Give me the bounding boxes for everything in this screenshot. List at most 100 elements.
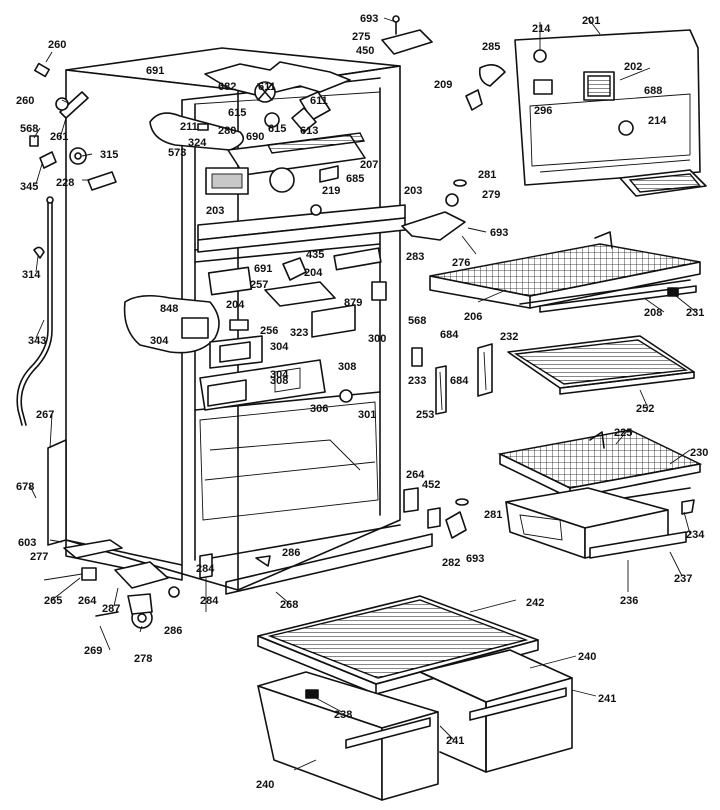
part-label: 207 xyxy=(360,159,378,171)
part-label: 275 xyxy=(352,31,370,43)
part-label: 241 xyxy=(598,693,616,705)
control-housing xyxy=(123,294,326,411)
part-label: 261 xyxy=(50,131,68,143)
meat-keeper-cover xyxy=(257,595,539,695)
part-label: 678 xyxy=(16,481,34,493)
part-label: 691 xyxy=(146,65,164,77)
part-label: 568 xyxy=(20,123,38,135)
part-label: 276 xyxy=(452,257,470,269)
part-label: 296 xyxy=(534,105,552,117)
crisper-drawer-upper xyxy=(505,487,695,559)
part-label: 260 xyxy=(48,39,66,51)
freezer-wire-shelf xyxy=(429,231,701,313)
part-label: 278 xyxy=(134,653,152,665)
part-label: 219 xyxy=(322,185,340,197)
part-label: 690 xyxy=(246,131,264,143)
part-label: 206 xyxy=(464,311,482,323)
part-label: 230 xyxy=(690,447,708,459)
part-label: 253 xyxy=(416,409,434,421)
part-label: 231 xyxy=(686,307,704,319)
part-label: 568 xyxy=(408,315,426,327)
part-label: 611 xyxy=(258,81,276,93)
part-label: 241 xyxy=(446,735,464,747)
top-hinge-parts xyxy=(381,15,506,241)
part-label: 314 xyxy=(22,269,41,281)
part-label: 267 xyxy=(36,409,54,421)
part-label: 232 xyxy=(500,331,518,343)
part-label: 257 xyxy=(250,279,268,291)
part-label: 282 xyxy=(442,557,460,569)
part-label: 277 xyxy=(30,551,48,563)
part-label: 264 xyxy=(78,595,97,607)
part-label: 279 xyxy=(482,189,500,201)
part-label: 613 xyxy=(300,125,318,137)
part-labels: 693 275 450 260 691 285 214 201 260 682 … xyxy=(16,13,708,791)
part-label: 242 xyxy=(526,597,544,609)
part-label: 304 xyxy=(270,369,289,381)
part-label: 324 xyxy=(188,137,207,149)
part-label: 304 xyxy=(150,335,169,347)
part-label: 615 xyxy=(268,123,286,135)
shelf-brackets xyxy=(339,343,493,415)
part-label: 693 xyxy=(490,227,508,239)
part-label: 573 xyxy=(168,147,186,159)
part-label: 202 xyxy=(624,61,642,73)
part-label: 452 xyxy=(422,479,440,491)
part-label: 285 xyxy=(482,41,500,53)
kick-plate-grille xyxy=(199,487,469,595)
part-label: 615 xyxy=(228,107,246,119)
part-label: 203 xyxy=(404,185,422,197)
freezer-duct-assembly xyxy=(197,204,406,338)
part-label: 211 xyxy=(180,121,198,133)
part-label: 281 xyxy=(478,169,496,181)
part-label: 693 xyxy=(466,553,484,565)
crisper-drawers-bottom xyxy=(257,649,573,801)
door-hinge-bottom xyxy=(43,539,180,629)
part-label: 228 xyxy=(56,177,74,189)
part-label: 308 xyxy=(270,375,288,387)
part-label: 284 xyxy=(200,595,219,607)
part-label: 201 xyxy=(582,15,600,27)
part-label: 214 xyxy=(648,115,667,127)
part-label: 265 xyxy=(44,595,62,607)
part-label: 234 xyxy=(686,529,705,541)
part-label: 214 xyxy=(532,23,551,35)
part-label: 284 xyxy=(196,563,215,575)
part-label: 611 xyxy=(310,95,328,107)
part-label: 603 xyxy=(18,537,36,549)
part-label: 688 xyxy=(644,85,662,97)
part-label: 301 xyxy=(358,409,376,421)
part-label: 684 xyxy=(450,375,469,387)
part-label: 306 xyxy=(310,403,328,415)
part-label: 345 xyxy=(20,181,38,193)
glass-shelf xyxy=(507,335,695,395)
part-label: 691 xyxy=(254,263,272,275)
part-label: 308 xyxy=(338,361,356,373)
rear-control-panel xyxy=(514,29,707,197)
part-label: 281 xyxy=(484,509,502,521)
part-label: 286 xyxy=(282,547,300,559)
part-label: 260 xyxy=(16,95,34,107)
evaporator-fan-assembly xyxy=(149,61,366,195)
part-label: 684 xyxy=(440,329,459,341)
part-label: 240 xyxy=(256,779,274,791)
part-label: 203 xyxy=(206,205,224,217)
part-label: 685 xyxy=(346,173,364,185)
part-label: 256 xyxy=(260,325,278,337)
part-label: 323 xyxy=(290,327,308,339)
part-label: 269 xyxy=(84,645,102,657)
part-label: 435 xyxy=(306,249,324,261)
part-label: 236 xyxy=(620,595,638,607)
part-label: 287 xyxy=(102,603,120,615)
part-label: 693 xyxy=(360,13,378,25)
part-label: 280 xyxy=(218,125,236,137)
part-label: 237 xyxy=(674,573,692,585)
part-label: 238 xyxy=(334,709,352,721)
part-label: 252 xyxy=(636,403,654,415)
part-label: 264 xyxy=(406,469,425,481)
part-label: 848 xyxy=(160,303,178,315)
part-label: 283 xyxy=(406,251,424,263)
part-label: 450 xyxy=(356,45,374,57)
part-label: 343 xyxy=(28,335,46,347)
